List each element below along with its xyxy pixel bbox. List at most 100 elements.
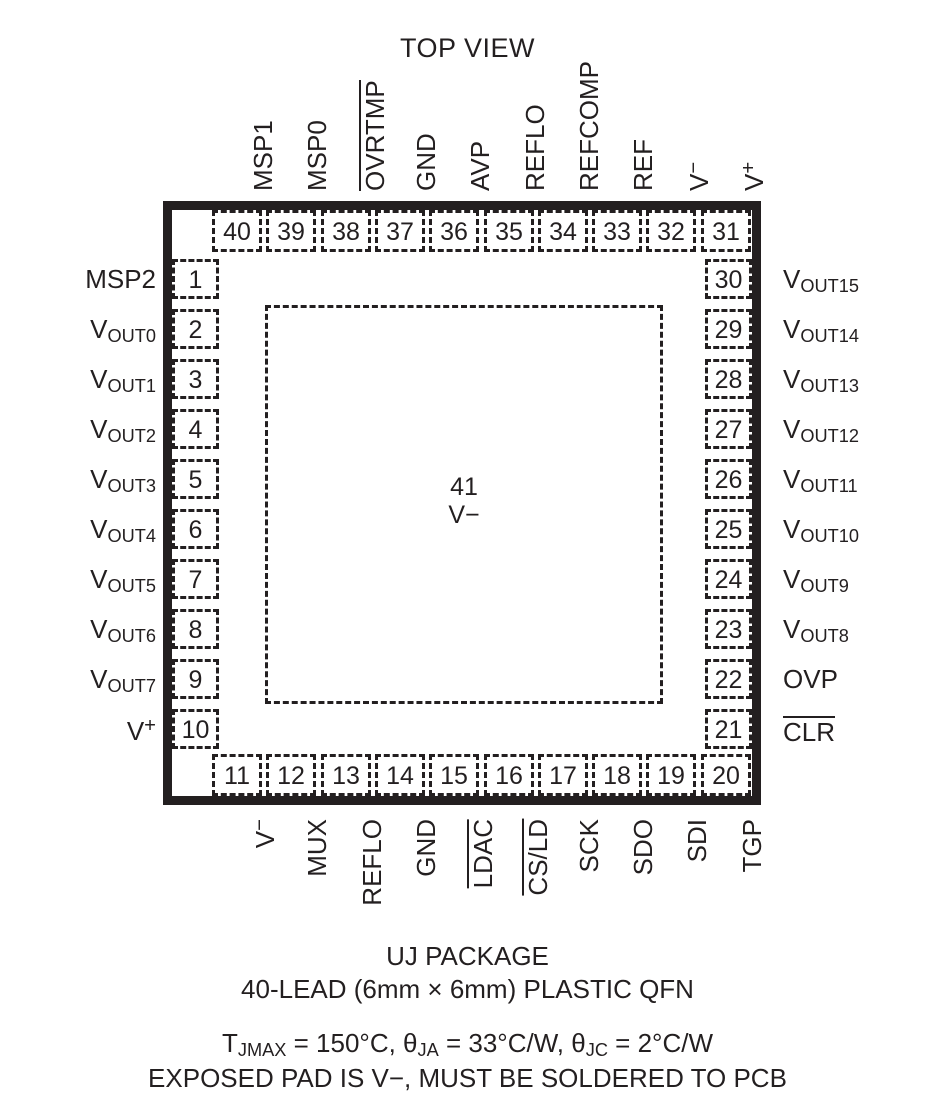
pin-label-4-base: V — [90, 414, 108, 444]
pin-pad-19[interactable]: 19 — [646, 754, 696, 796]
pin-pad-16[interactable]: 16 — [484, 754, 534, 796]
pin-label-29-base: V — [783, 314, 801, 344]
pin-number-2: 2 — [188, 316, 203, 344]
pin-label-14: GND — [411, 819, 441, 877]
pin-label-26: VOUT11 — [783, 466, 858, 495]
pin-label-19-base: SDI — [682, 819, 712, 863]
pin-label-6-base: V — [90, 514, 108, 544]
pin-label-10-base: V — [126, 716, 145, 747]
pin-label-26-subscript: OUT11 — [800, 476, 858, 496]
pin-label-15: LDAC — [467, 819, 498, 889]
pin-label-5: VOUT3 — [6, 466, 156, 495]
pin-pad-38[interactable]: 38 — [321, 210, 371, 252]
pin-pad-28[interactable]: 28 — [705, 359, 752, 399]
pin-pad-25[interactable]: 25 — [705, 509, 752, 549]
pin-pad-12[interactable]: 12 — [266, 754, 316, 796]
pin-label-2-base: V — [90, 314, 108, 344]
pin-number-28: 28 — [714, 366, 743, 394]
pin-label-4: VOUT2 — [6, 416, 156, 445]
exposed-pad-number: 41 — [450, 473, 478, 501]
pin-pad-8[interactable]: 8 — [172, 609, 219, 649]
pin-label-2: VOUT0 — [6, 316, 156, 345]
pin-pad-17[interactable]: 17 — [538, 754, 588, 796]
pin-label-31-superscript: + — [738, 161, 760, 174]
pin-number-23: 23 — [714, 616, 743, 644]
pin-label-10: V+ — [6, 716, 156, 744]
pin-pad-34[interactable]: 34 — [538, 210, 588, 252]
pin-label-24-base: V — [783, 564, 801, 594]
pin-pad-10[interactable]: 10 — [172, 709, 219, 749]
pin-pad-31[interactable]: 31 — [701, 210, 751, 252]
pin-pad-30[interactable]: 30 — [705, 259, 752, 299]
pin-pad-3[interactable]: 3 — [172, 359, 219, 399]
pin-pad-15[interactable]: 15 — [429, 754, 479, 796]
pin-label-37-base: GND — [411, 133, 441, 191]
pin-label-13-base: REFLO — [357, 819, 387, 906]
pin-number-21: 21 — [714, 716, 743, 744]
pin-label-25: VOUT10 — [783, 516, 859, 545]
pin-label-1: MSP2 — [6, 266, 156, 292]
pin-label-9-base: V — [90, 664, 108, 694]
pin-label-21: CLR — [783, 716, 836, 747]
pin-label-21-base: CLR — [783, 717, 836, 747]
pin-pad-39[interactable]: 39 — [266, 210, 316, 252]
pin-pad-23[interactable]: 23 — [705, 609, 752, 649]
pin-pad-24[interactable]: 24 — [705, 559, 752, 599]
pin-number-38: 38 — [332, 218, 360, 246]
pin-label-33-base: REF — [628, 139, 658, 191]
pin-pad-9[interactable]: 9 — [172, 659, 219, 699]
caption-lead-count: 40-LEAD (6mm × 6mm) PLASTIC QFN — [241, 974, 694, 1005]
pin-label-32-base: V — [684, 173, 715, 191]
pin-number-26: 26 — [714, 466, 743, 494]
pin-pad-21[interactable]: 21 — [705, 709, 752, 749]
pin-label-35: REFLO — [520, 104, 550, 191]
pin-label-4-subscript: OUT2 — [107, 426, 156, 446]
pin-pad-20[interactable]: 20 — [701, 754, 751, 796]
pin-label-28-subscript: OUT13 — [800, 376, 859, 396]
pin-label-36-base: AVP — [465, 140, 495, 191]
pin-pad-32[interactable]: 32 — [646, 210, 696, 252]
pin-label-22: OVP — [783, 666, 838, 692]
pin-pad-26[interactable]: 26 — [705, 459, 752, 499]
pin-number-14: 14 — [386, 762, 414, 790]
pin-label-26-base: V — [783, 464, 801, 494]
pin-label-34: REFCOMP — [574, 61, 604, 191]
pin-label-40: MSP1 — [248, 120, 278, 191]
pin-pad-11[interactable]: 11 — [212, 754, 262, 796]
pin-pad-40[interactable]: 40 — [212, 210, 262, 252]
pin-pad-2[interactable]: 2 — [172, 309, 219, 349]
pin-pad-14[interactable]: 14 — [375, 754, 425, 796]
pin-label-30: VOUT15 — [783, 266, 859, 295]
pin-pad-5[interactable]: 5 — [172, 459, 219, 499]
pin-pad-36[interactable]: 36 — [429, 210, 479, 252]
pin-pad-27[interactable]: 27 — [705, 409, 752, 449]
caption-theta-jc-sub: JC — [585, 1039, 608, 1060]
pin-label-29-subscript: OUT14 — [800, 326, 859, 346]
pin-pad-33[interactable]: 33 — [592, 210, 642, 252]
pin-label-13: REFLO — [357, 819, 387, 906]
caption-tjmax-sub: JMAX — [237, 1039, 287, 1060]
pin-label-34-base: REFCOMP — [574, 61, 604, 191]
pin-label-38: OVRTMP — [359, 80, 390, 191]
pin-number-7: 7 — [188, 566, 203, 594]
pin-number-19: 19 — [657, 762, 685, 790]
pin-pad-13[interactable]: 13 — [321, 754, 371, 796]
pin-number-13: 13 — [332, 762, 360, 790]
pin-pad-18[interactable]: 18 — [592, 754, 642, 796]
pin-pad-22[interactable]: 22 — [705, 659, 752, 699]
pin-label-32-superscript: − — [683, 161, 705, 174]
pin-label-25-subscript: OUT10 — [800, 526, 859, 546]
pin-pad-37[interactable]: 37 — [375, 210, 425, 252]
caption-package-name: UJ PACKAGE — [386, 941, 549, 971]
pin-pad-6[interactable]: 6 — [172, 509, 219, 549]
pin-label-9-subscript: OUT7 — [107, 676, 156, 696]
caption-theta-jc-value: = 2°C/W — [607, 1027, 713, 1058]
pin-label-11: V− — [249, 819, 280, 848]
pin-label-24: VOUT9 — [783, 566, 849, 595]
pin-pad-35[interactable]: 35 — [484, 210, 534, 252]
pin-number-18: 18 — [603, 762, 631, 790]
pin-pad-4[interactable]: 4 — [172, 409, 219, 449]
pin-pad-29[interactable]: 29 — [705, 309, 752, 349]
pin-pad-7[interactable]: 7 — [172, 559, 219, 599]
pin-pad-1[interactable]: 1 — [172, 259, 219, 299]
